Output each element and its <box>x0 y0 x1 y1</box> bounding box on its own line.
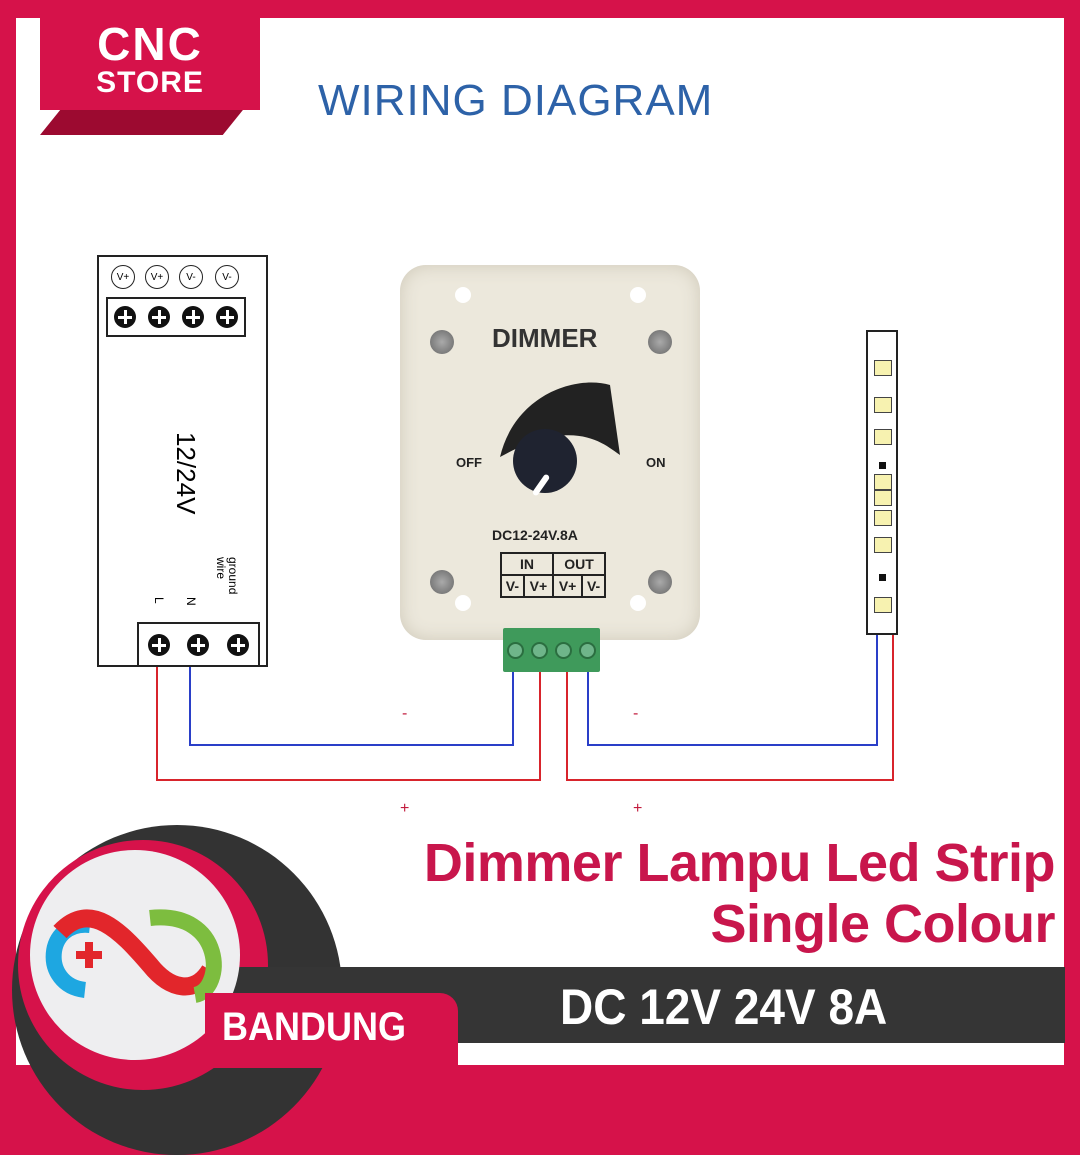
off-label: OFF <box>456 455 482 470</box>
screw-icon <box>216 306 238 328</box>
page-title: WIRING DIAGRAM <box>318 76 714 125</box>
psu-output-label: V+ <box>145 265 169 289</box>
led-chip <box>874 397 892 413</box>
city-tab <box>205 993 458 1068</box>
terminal-label: V- <box>581 574 606 598</box>
logo-line2: STORE <box>96 66 204 99</box>
psu-input-terminals <box>137 622 260 667</box>
led-chip <box>874 510 892 526</box>
led-chip <box>874 360 892 376</box>
psu-input-label: N <box>184 597 198 606</box>
psu-input-label: ground wire <box>214 557 240 595</box>
screw-icon <box>187 633 210 656</box>
dimmer-terminal-block <box>503 628 600 672</box>
screw-icon <box>182 306 204 328</box>
plus-label: + <box>633 800 643 817</box>
screw-icon <box>227 633 250 656</box>
mounting-hole <box>630 595 646 611</box>
screw-icon <box>579 641 597 659</box>
resistor-dot <box>879 462 886 469</box>
plus-label: + <box>400 800 410 817</box>
bolt-icon <box>430 570 454 594</box>
screw-icon <box>555 641 573 659</box>
mounting-hole <box>630 287 646 303</box>
out-label: OUT <box>551 552 607 576</box>
led-strip <box>866 330 898 635</box>
psu-input-label: L <box>152 597 166 604</box>
product-title-line2: Single Colour <box>710 894 1056 954</box>
psu-voltage: 12/24V <box>171 432 201 515</box>
led-chip <box>874 429 892 445</box>
screw-icon <box>148 306 170 328</box>
psu-output-terminals <box>106 297 246 337</box>
rating-label: DC12-24V.8A <box>492 527 578 543</box>
terminal-label: V+ <box>522 574 554 598</box>
wire-strip-positive <box>566 635 894 781</box>
psu-output-label: V+ <box>111 265 135 289</box>
psu-output-label: V- <box>215 265 239 289</box>
terminal-label: V- <box>500 574 525 598</box>
product-title-line1: Dimmer Lampu Led Strip <box>423 833 1056 893</box>
screw-icon <box>114 306 136 328</box>
wiring <box>156 635 894 781</box>
mounting-hole <box>455 595 471 611</box>
psu-output-label: V- <box>179 265 203 289</box>
screw-icon <box>147 633 170 656</box>
infinity-logo-icon <box>45 909 222 1003</box>
screw-icon <box>506 641 524 659</box>
minus-label: - <box>633 705 639 722</box>
led-chip <box>874 474 892 490</box>
on-label: ON <box>646 455 666 470</box>
product-spec: DC 12V 24V 8A <box>560 979 888 1035</box>
screw-icon <box>530 641 548 659</box>
power-supply: V+ V+ V- V- 12/24V L N ground wire <box>97 255 268 667</box>
dimmer-title: DIMMER <box>492 323 598 353</box>
terminal-label: V+ <box>551 574 584 598</box>
bolt-icon <box>648 330 672 354</box>
mounting-hole <box>455 287 471 303</box>
bolt-icon <box>648 570 672 594</box>
bolt-icon <box>430 330 454 354</box>
logo-line1: CNC <box>97 18 203 70</box>
led-chip <box>874 537 892 553</box>
cnc-store-logo: CNC STORE <box>40 12 260 110</box>
wire-strip-negative <box>587 635 878 746</box>
led-chip <box>874 490 892 506</box>
in-label: IN <box>500 552 554 576</box>
resistor-dot <box>879 574 886 581</box>
led-chip <box>874 597 892 613</box>
minus-label: - <box>402 705 408 722</box>
city-label: BANDUNG <box>222 1005 406 1049</box>
wire-psu-negative <box>189 667 514 746</box>
wire-psu-positive <box>156 667 541 781</box>
